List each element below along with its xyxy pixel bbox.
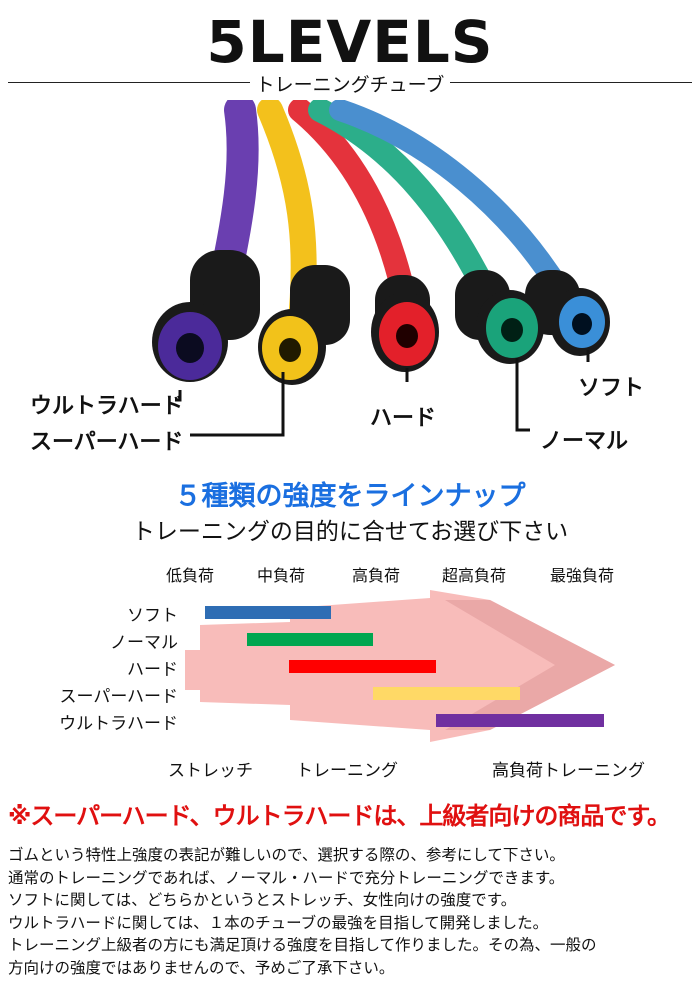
- subheadline: トレーニングの目的に合せてお選び下さい: [131, 519, 569, 545]
- headline: ５種類の強度をラインナップ: [174, 481, 526, 512]
- intensity-bar: [205, 606, 331, 619]
- description-line: 通常のトレーニングであれば、ノーマル・ハードで充分トレーニングできます。: [8, 868, 565, 887]
- zone-stretch: ストレッチ: [168, 761, 253, 781]
- column-label: 高負荷: [352, 566, 401, 585]
- row-label: スーパーハード: [59, 687, 179, 707]
- column-label: 最強負荷: [550, 566, 615, 585]
- column-label: 超高負荷: [442, 566, 507, 585]
- subtitle: トレーニングチューブ: [249, 74, 451, 96]
- label-super-hard: スーパーハード: [30, 430, 184, 455]
- column-label: 中負荷: [257, 566, 306, 585]
- row-label: ソフト: [127, 606, 178, 626]
- row-label: ノーマル: [110, 633, 178, 653]
- label-hard: ハード: [370, 406, 437, 431]
- description-line: トレーニング上級者の方にも満足頂ける強度を目指して作りました。その為、一般の: [8, 936, 597, 954]
- description: ゴムという特性上強度の表記が難しいので、選択する際の、参考にして下さい。 通常の…: [8, 844, 597, 979]
- intensity-bar: [247, 633, 373, 646]
- label-normal: ノーマル: [540, 429, 629, 454]
- label-soft: ソフト: [578, 376, 645, 401]
- description-line: ゴムという特性上強度の表記が難しいので、選択する際の、参考にして下さい。: [8, 846, 565, 864]
- warning-text: ※スーパーハード、ウルトラハードは、上級者向けの商品です。: [8, 802, 671, 830]
- tube-openings: [158, 296, 605, 380]
- page-title: 5LEVELS: [206, 8, 494, 76]
- tubes-photo: [152, 100, 610, 437]
- intensity-bar: [436, 714, 604, 727]
- intensity-bar: [289, 660, 436, 673]
- description-line: ソフトに関しては、どちらかというとストレッチ、女性向けの強度です。: [8, 891, 517, 909]
- label-ultra-hard: ウルトラハード: [30, 394, 184, 419]
- zone-training: トレーニング: [296, 761, 398, 781]
- description-line: ウルトラハードに関しては、１本のチューブの最強を目指して開発しました。: [8, 913, 549, 932]
- zone-high-load-training: 高負荷トレーニング: [492, 761, 645, 781]
- column-label: 低負荷: [166, 566, 215, 585]
- intensity-bar: [373, 687, 520, 700]
- description-line: 方向けの強度ではありませんので、予めご了承下さい。: [8, 958, 395, 977]
- row-label: ハード: [127, 660, 178, 680]
- row-label: ウルトラハード: [59, 714, 178, 734]
